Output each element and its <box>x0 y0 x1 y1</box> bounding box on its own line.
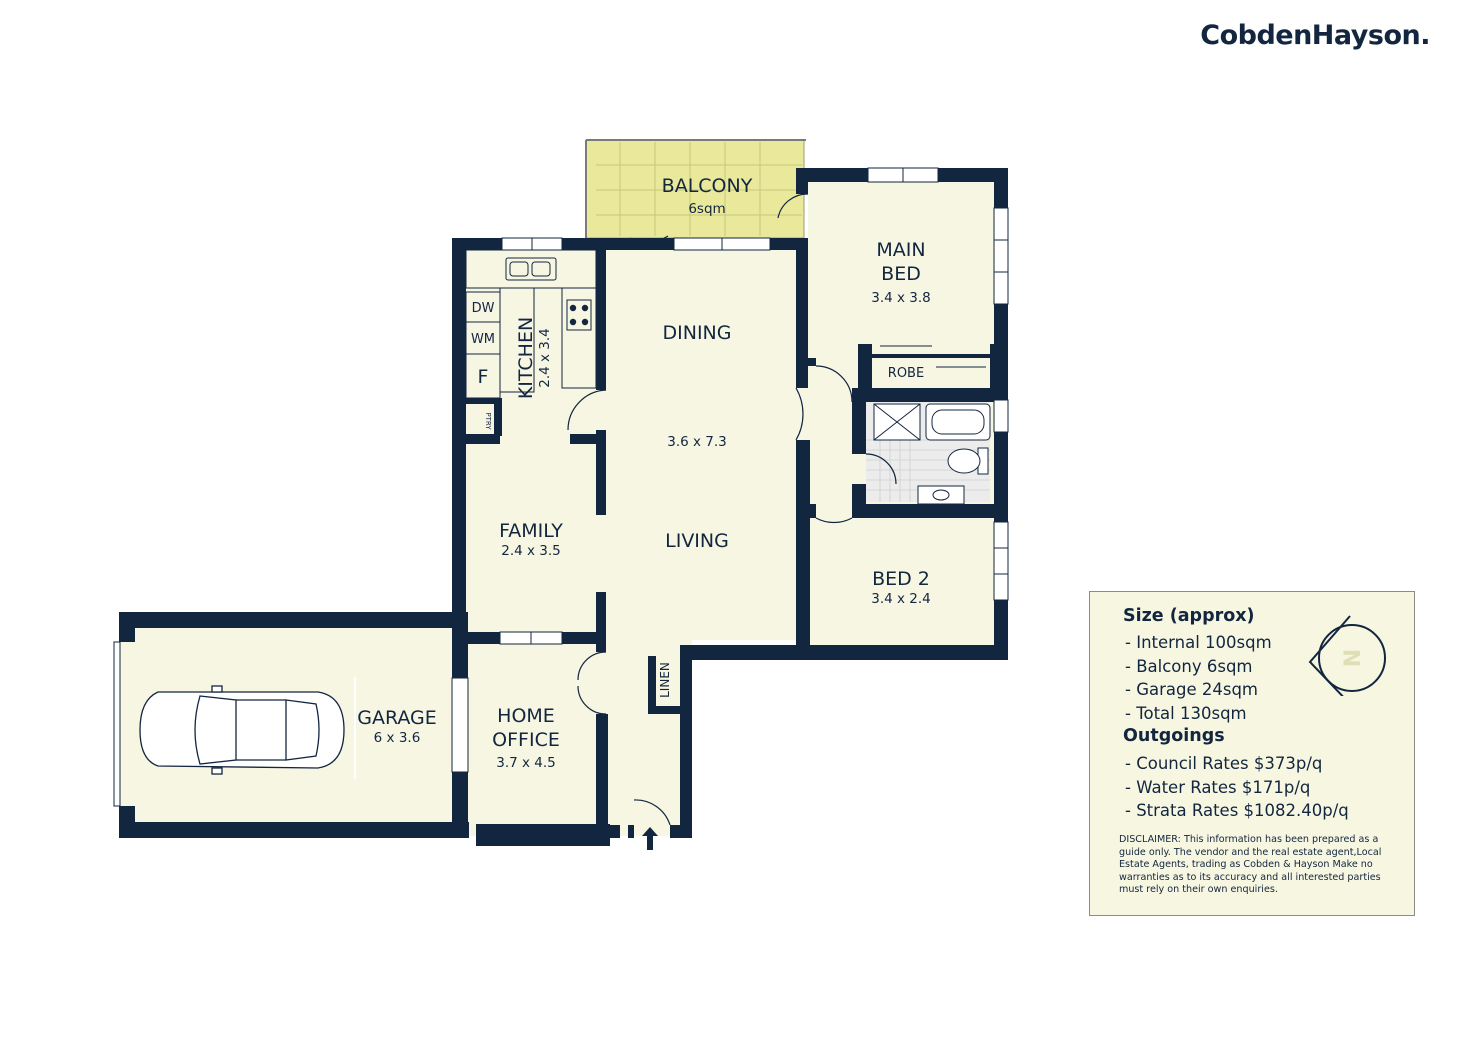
car-icon <box>139 685 345 775</box>
garage-dims: 6 x 3.6 <box>374 730 421 746</box>
living-dims: 3.6 x 7.3 <box>667 434 727 450</box>
bathroom-fixtures <box>873 403 991 505</box>
balcony-area <box>585 139 806 239</box>
outgoing-item: - Council Rates $373p/q <box>1125 754 1323 773</box>
compass-north-letter: N <box>1341 649 1366 667</box>
linen-label: LINEN <box>658 662 672 698</box>
outgoings-heading: Outgoings <box>1123 726 1225 746</box>
home-office-dims: 3.7 x 4.5 <box>496 755 556 771</box>
disclaimer-text: DISCLAIMER: This information has been pr… <box>1119 834 1382 896</box>
entry-arrow-icon <box>642 827 658 850</box>
size-item: - Garage 24sqm <box>1125 680 1258 699</box>
bed2-label: BED 2 <box>872 568 930 590</box>
size-heading: Size (approx) <box>1123 606 1255 626</box>
fridge-label: F <box>478 366 489 388</box>
outgoing-item: - Strata Rates $1082.40p/q <box>1125 801 1349 820</box>
pantry-label: PTRY <box>484 412 492 430</box>
dining-label: DINING <box>663 322 732 344</box>
garage-label: GARAGE <box>357 707 437 729</box>
size-item: - Total 130sqm <box>1125 703 1247 723</box>
main-bed-label-line1: MAIN <box>876 239 925 261</box>
balcony-dims: 6sqm <box>688 201 725 217</box>
robe-rail <box>880 345 986 368</box>
outgoing-item: - Water Rates $171p/q <box>1125 777 1311 797</box>
washing-machine-label: WM <box>471 332 495 347</box>
family-label: FAMILY <box>499 520 563 542</box>
main-bed-label-line2: BED <box>881 263 921 285</box>
company-logo: CobdenHayson. <box>1200 20 1430 51</box>
dishwasher-label: DW <box>472 301 495 316</box>
kitchen-label: KITCHEN <box>515 317 537 399</box>
property-info-panel: Size (approx) - Internal 100sqm - Balcon… <box>1089 591 1415 916</box>
compass-icon: N <box>1308 615 1386 696</box>
cooktop-burners <box>569 304 589 326</box>
living-label: LIVING <box>665 530 729 552</box>
size-list: - Internal 100sqm - Balcony 6sqm - Garag… <box>1125 631 1272 725</box>
bed2-dims: 3.4 x 2.4 <box>871 591 931 607</box>
outgoings-list: - Council Rates $373p/q - Water Rates $1… <box>1125 752 1349 823</box>
door-swings <box>567 193 897 826</box>
home-office-label-line2: OFFICE <box>492 729 560 751</box>
size-item: - Internal 100sqm <box>1125 633 1272 652</box>
kitchen-dims: 2.4 x 3.4 <box>537 328 553 388</box>
family-dims: 2.4 x 3.5 <box>501 543 561 559</box>
size-item: - Balcony 6sqm <box>1125 656 1253 676</box>
window-mullions <box>530 168 1008 644</box>
balcony-label: BALCONY <box>662 175 753 197</box>
home-office-label-line1: HOME <box>497 705 555 727</box>
main-bed-dims: 3.4 x 3.8 <box>871 290 931 306</box>
robe-label: ROBE <box>888 366 924 381</box>
kitchen-fixtures <box>465 249 597 399</box>
